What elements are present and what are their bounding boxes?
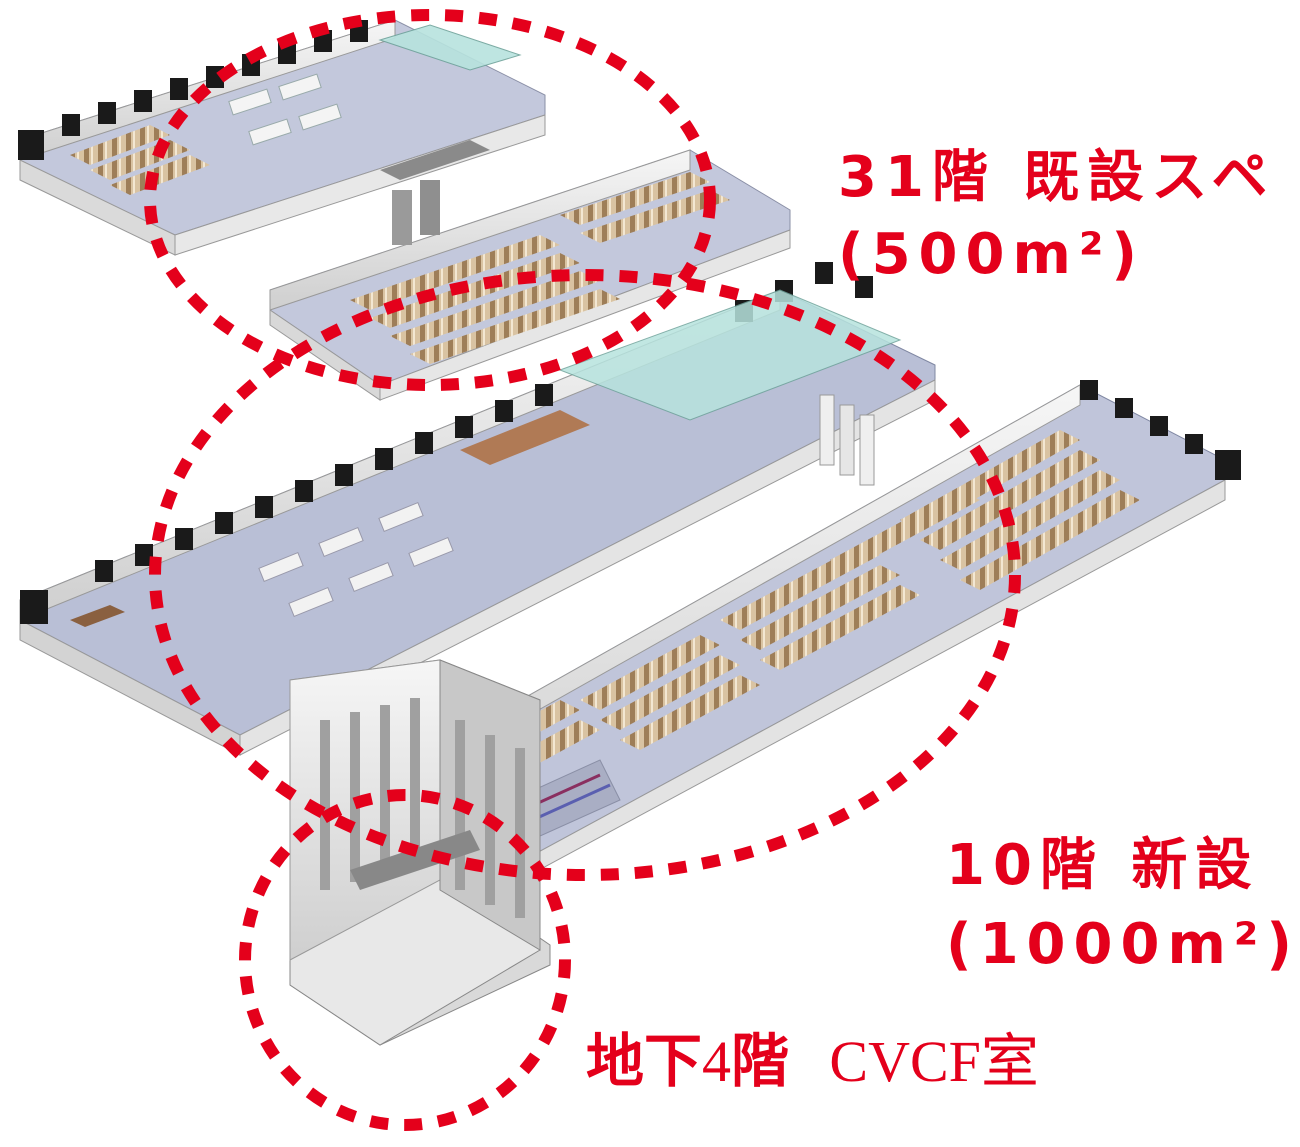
floor31-upper-wing <box>18 19 546 256</box>
floor31-window-blocks <box>18 20 368 160</box>
basement-suffix: 階 <box>731 1027 790 1095</box>
floor31-highlight-ring <box>144 9 716 391</box>
floor31-area-label: (500m²) <box>838 222 1145 287</box>
floor10-window-blocks <box>20 262 873 624</box>
basement-highlight-ring <box>239 789 571 1131</box>
isometric-floor-illustration <box>18 9 1241 1131</box>
floor31-title-label: 31階 既設スペ <box>838 145 1276 210</box>
basement-room-name: CVCF室 <box>829 1029 1039 1094</box>
basement-label: 地下4階 CVCF室 <box>586 1032 1039 1091</box>
floor10-meeting-desks <box>258 501 454 618</box>
floor10-highlight-ring <box>149 269 1021 881</box>
basement-floor-number: 4 <box>702 1029 732 1094</box>
floor-plan-diagram: 31階 既設スペ (500m²) 10階 新設 (1000m²) 地下4階 CV… <box>18 9 1292 1131</box>
floor31-server-racks-b <box>350 172 730 364</box>
floor10-office-wing <box>19 262 936 756</box>
basement-prefix: 地下 <box>586 1027 703 1095</box>
floor10-title-label: 10階 新設 <box>946 833 1260 898</box>
floor10-server-racks <box>340 430 1140 820</box>
floor10-window-blocks-right <box>1080 380 1241 480</box>
highlight-rings <box>144 9 1021 1131</box>
floor10-area-label: (1000m²) <box>946 912 1300 977</box>
floor31-office-desks <box>228 73 342 146</box>
